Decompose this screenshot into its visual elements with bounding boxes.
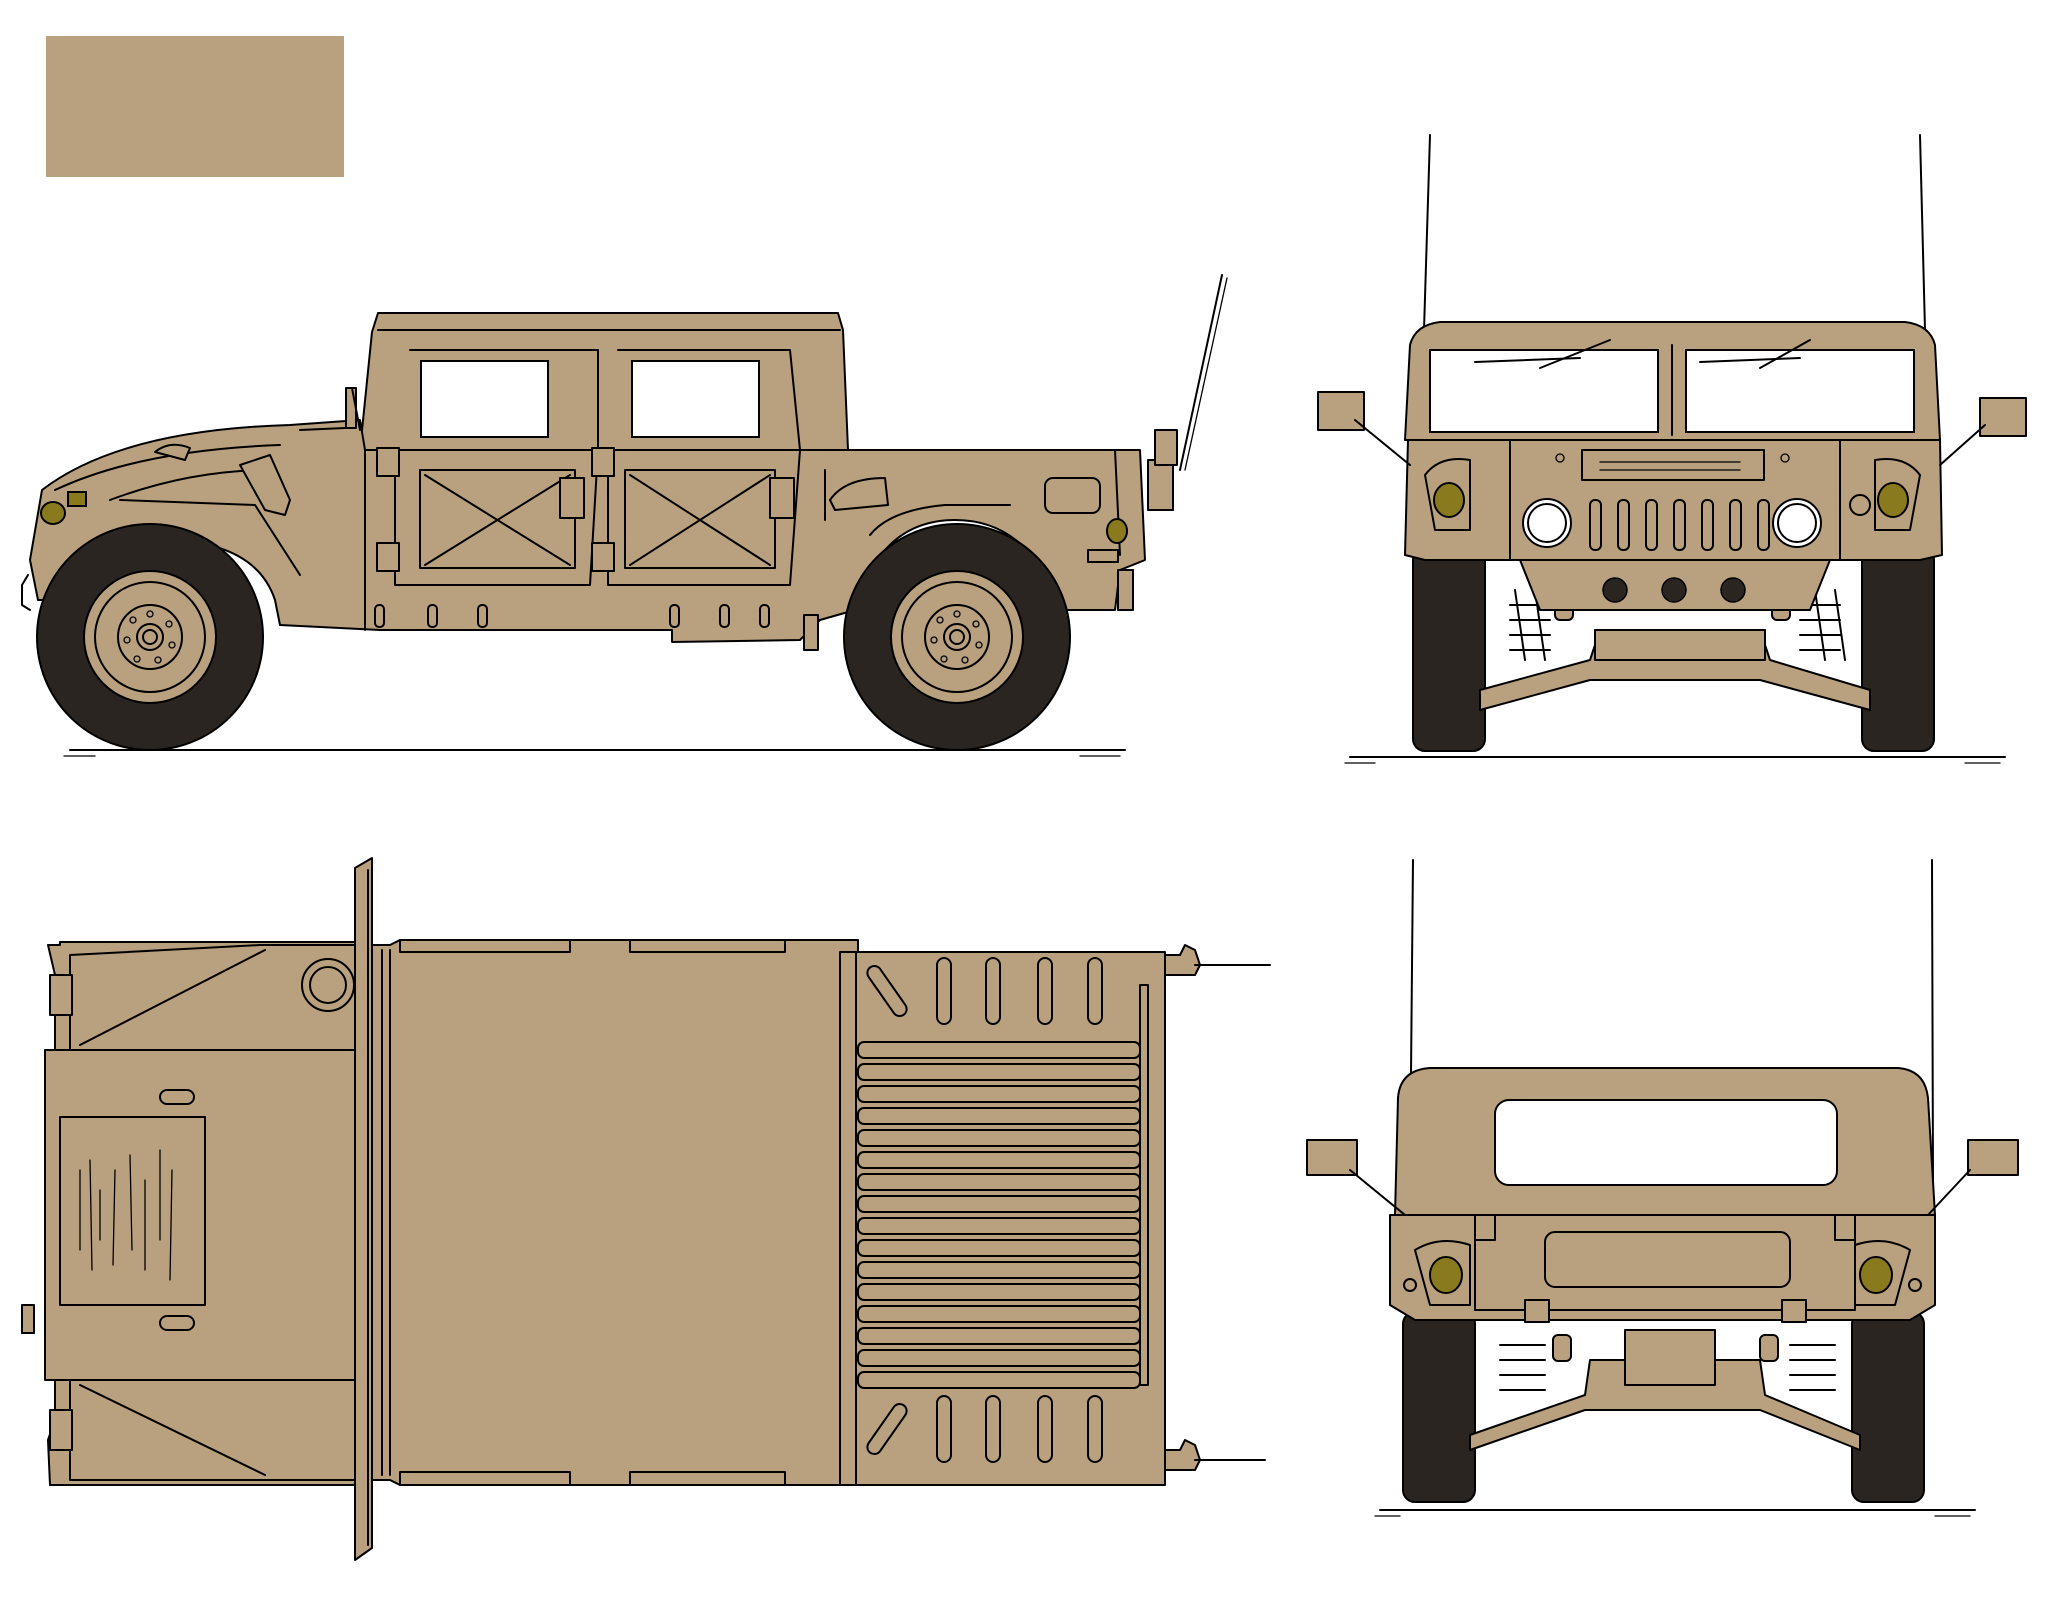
rear-gate-hinges bbox=[1474, 1214, 1856, 1323]
side-rear-door bbox=[607, 449, 801, 586]
front-grille-slots bbox=[1589, 499, 1770, 551]
top-mirror-bar bbox=[354, 857, 373, 1561]
top-rear-antennas bbox=[1164, 944, 1271, 1471]
side-rear-window bbox=[631, 360, 760, 438]
side-rocker-slots bbox=[374, 604, 770, 628]
top-hood-scratches bbox=[79, 1149, 173, 1281]
color-swatch bbox=[46, 36, 344, 177]
side-ground-line bbox=[63, 749, 1126, 757]
front-hood-plate bbox=[1581, 449, 1765, 481]
front-windshield-left bbox=[1429, 349, 1659, 433]
front-antenna-left bbox=[1423, 134, 1431, 331]
top-hood-panel bbox=[59, 1116, 206, 1306]
top-front-fenders bbox=[21, 944, 361, 1481]
top-cab-roof bbox=[371, 939, 859, 1486]
front-tire-left bbox=[1412, 547, 1486, 752]
front-mirror-left bbox=[1317, 391, 1411, 466]
front-antenna-right bbox=[1919, 134, 1926, 331]
front-headlight-left bbox=[1522, 498, 1572, 548]
rear-tail-lamps bbox=[1403, 1240, 1922, 1306]
front-wipers bbox=[1474, 339, 1811, 369]
front-ground-line bbox=[1344, 756, 2006, 764]
top-view bbox=[21, 857, 1271, 1561]
side-front-lamp bbox=[40, 491, 87, 525]
side-rear-panel-vent bbox=[1044, 477, 1101, 514]
rear-ground-line bbox=[1374, 1509, 1976, 1517]
rear-view bbox=[1306, 859, 2019, 1517]
front-windshield-right bbox=[1685, 349, 1915, 433]
rear-tire-left bbox=[1402, 1311, 1476, 1503]
side-hood-intake bbox=[239, 454, 291, 516]
front-suspension bbox=[1479, 589, 1871, 711]
rear-antenna-right bbox=[1931, 859, 1934, 1181]
rear-mirror-left bbox=[1306, 1139, 1406, 1216]
side-front-wheel bbox=[36, 523, 264, 751]
side-rear-lamp bbox=[1087, 429, 1178, 611]
side-door-hinges bbox=[376, 447, 615, 572]
top-wheel-well-slots bbox=[866, 957, 1103, 1463]
rear-mirror-right bbox=[1927, 1139, 2019, 1216]
side-front-door bbox=[394, 449, 599, 586]
front-marker-lamps bbox=[1424, 458, 1921, 531]
rear-tire-right bbox=[1851, 1311, 1925, 1503]
side-front-window bbox=[420, 360, 549, 438]
front-tire-right bbox=[1861, 547, 1935, 752]
side-rear-fender-panel bbox=[829, 477, 889, 511]
front-headlight-right bbox=[1772, 498, 1822, 548]
side-mud-flap bbox=[803, 614, 819, 651]
rear-tailgate-panel bbox=[1544, 1231, 1791, 1288]
front-mirror-right bbox=[1939, 397, 2027, 466]
rear-window bbox=[1494, 1099, 1838, 1186]
rear-suspension bbox=[1469, 1329, 1861, 1451]
side-antenna bbox=[1179, 274, 1228, 471]
side-rear-wheel bbox=[843, 523, 1071, 751]
side-view bbox=[21, 274, 1228, 757]
front-view bbox=[1317, 134, 2027, 764]
side-mirror bbox=[345, 387, 361, 431]
